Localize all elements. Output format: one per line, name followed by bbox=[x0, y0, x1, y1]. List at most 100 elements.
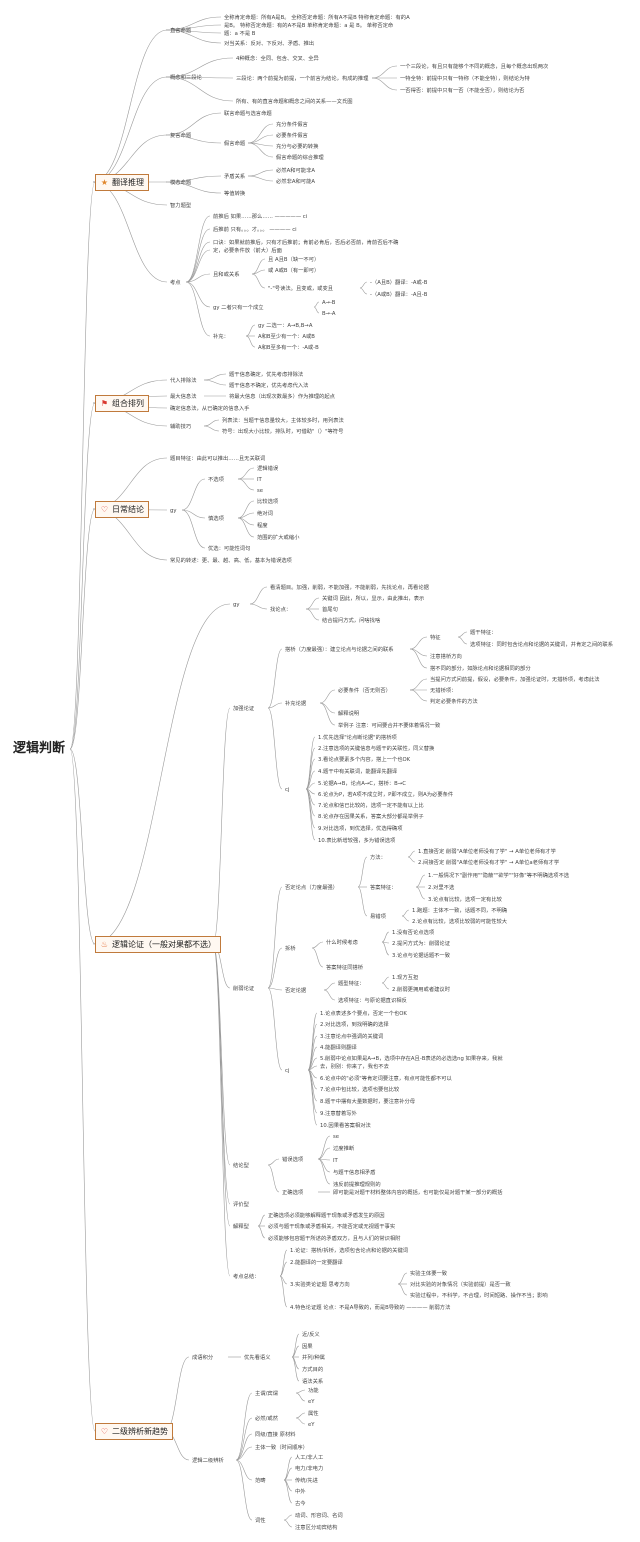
mind-map-node[interactable]: 8.论点存在因果关系，答案大部分都是举例子 bbox=[318, 812, 424, 820]
mind-map-node[interactable]: 8.题干中摆有大量数据时，要注意补分母 bbox=[320, 1097, 415, 1105]
mind-map-node[interactable]: 智力题型 bbox=[170, 201, 192, 209]
mind-map-node[interactable]: 否定论据 bbox=[285, 986, 307, 994]
mind-map-node[interactable]: 题干特征： bbox=[470, 628, 497, 636]
mind-map-node[interactable]: 是B。 特称否定命题：有的A不是B 单称肯定命题：a 是 B。 单称否定命 bbox=[224, 21, 394, 29]
mind-map-node[interactable]: 什么时候考虑 bbox=[326, 938, 358, 946]
mind-map-node[interactable]: 补充： bbox=[213, 332, 229, 340]
mind-map-node[interactable]: 10.表比新增较强，多为错误选项 bbox=[318, 836, 396, 844]
mind-map-node[interactable]: 1.现方互担 bbox=[392, 973, 419, 981]
mind-map-node[interactable]: 必要条件假言 bbox=[276, 131, 308, 139]
mind-map-node[interactable]: 题干信息不确定，优先考虑代入法 bbox=[229, 381, 308, 389]
mind-map-node[interactable]: 3.实验类论证题 思考方向 bbox=[290, 1280, 350, 1288]
mind-map-node[interactable]: 3.论点有比较，选项一定有比较 bbox=[428, 895, 503, 903]
mind-map-node[interactable]: IT bbox=[333, 1158, 339, 1164]
mind-map-node[interactable]: 9.注意替着写外 bbox=[320, 1109, 358, 1117]
mind-map-node[interactable]: 必须能够包容题干所述的矛盾双方，且与人们的常识相附 bbox=[268, 1234, 401, 1242]
mind-map-node[interactable]: 辅助技巧 bbox=[170, 422, 192, 430]
mind-map-node[interactable]: 首尾句 bbox=[322, 605, 338, 613]
mind-map-node[interactable]: 4.能翻译则翻译 bbox=[320, 1043, 358, 1051]
mind-map-node[interactable]: 范围的扩大或缩小 bbox=[257, 533, 300, 541]
mind-map-node[interactable]: 2.注意选项的关键信息与题干的关联性，同义替换 bbox=[318, 744, 435, 752]
mind-map-node[interactable]: 题目特征：由此可以推出……且无关联词 bbox=[170, 454, 265, 462]
mind-map-node[interactable]: 解释型 bbox=[233, 1222, 250, 1230]
mind-map-node[interactable]: 看清题目。加强，削弱，不能加强，不能削弱，先找论点，再看论据 bbox=[270, 583, 430, 591]
mind-map-node[interactable]: 确定信息法，从已确定的信息入手 bbox=[170, 404, 250, 412]
mind-map-node[interactable]: 拆桥 bbox=[285, 944, 296, 952]
mind-map-node[interactable]: 即可能是对题干材料整体内容的概括，也可能仅是对题干某一部分的概括 bbox=[333, 1188, 503, 1196]
mind-map-node[interactable]: 并列/种属 bbox=[302, 1353, 325, 1361]
mind-map-node[interactable]: 1.没有否论点选项 bbox=[392, 928, 435, 936]
mind-map-node[interactable]: 否定论点（力度最强） bbox=[285, 883, 338, 891]
mind-map-node[interactable]: 主谓/宾谓 bbox=[255, 1389, 278, 1397]
mind-map-node[interactable]: 一否得否：前提中只有一否（不能全否），则结论为否 bbox=[400, 86, 525, 94]
mind-map-node[interactable]: 3.看论点要素多个内容，搭上一个也OK bbox=[318, 755, 411, 763]
mind-map-node[interactable]: 三段论：两个前提为前提，一个前言为结论，构成的推理 bbox=[236, 74, 369, 82]
mind-map-node[interactable]: 动词、形容词、名词 bbox=[295, 1511, 343, 1519]
mind-map-node[interactable]: 选项特征：与原论据直识相反 bbox=[338, 996, 407, 1004]
root-node[interactable]: 逻辑判断 bbox=[12, 741, 65, 756]
mind-map-node[interactable]: 联言命题与选言命题 bbox=[224, 109, 272, 117]
mind-map-node[interactable]: 功能 bbox=[308, 1386, 319, 1394]
mind-map-node[interactable]: 对当关系：反对、下反对、矛盾、推出 bbox=[224, 39, 314, 47]
mind-map-node[interactable]: 传统/先进 bbox=[295, 1476, 319, 1484]
mind-map-node[interactable]: A和B至多有一个：-A或-B bbox=[258, 343, 319, 351]
mind-map-node[interactable]: 一特全特：前提中只有一特称（不能全特），则结论为特 bbox=[400, 74, 530, 82]
mind-map-node[interactable]: IT bbox=[257, 477, 263, 483]
category-node[interactable]: ♡二级辨析新趋势 bbox=[95, 1423, 173, 1440]
mind-map-node[interactable]: 方法： bbox=[370, 853, 386, 861]
mind-map-node[interactable]: 2.间接否定 削弱"A单位老师没有才学" → A单位a老师有才学 bbox=[418, 858, 559, 866]
mind-map-node[interactable]: 4种概念：全同、包含、交叉、全异 bbox=[236, 54, 320, 62]
mind-map-node[interactable]: gy bbox=[233, 602, 240, 608]
mind-map-node[interactable]: 注意区分动宾结构 bbox=[295, 1523, 337, 1531]
mind-map-node[interactable]: 补充论据 bbox=[285, 699, 307, 707]
mind-map-node[interactable]: 列表法：当题干信息量较大，主体较多时，用列表法 bbox=[222, 416, 344, 424]
mind-map-node[interactable]: 1.直接否定 削弱"A单位老师没有了学" → A单位老师有才学 bbox=[418, 847, 556, 855]
mind-map-node[interactable]: 主体一致（时间顺序） bbox=[255, 1443, 308, 1451]
mind-map-node[interactable]: 必然A和可能非A bbox=[276, 166, 315, 174]
mind-map-node[interactable]: 等值转换 bbox=[224, 189, 246, 197]
category-node[interactable]: ⚑组合排列 bbox=[95, 395, 149, 412]
mind-map-node[interactable]: 实验过程中，不科学，不合理，时间短路、操作不当；影响 bbox=[410, 1291, 548, 1299]
mind-map-node[interactable]: eY bbox=[308, 1399, 315, 1405]
mind-map-node[interactable]: 必须与题干现象或矛盾相关，不能否定或无视题干事实 bbox=[268, 1222, 395, 1230]
mind-map-node[interactable]: 6.论点中的"必须"等肯定词要注意，有点可能性都不可以 bbox=[320, 1074, 452, 1082]
mind-map-node[interactable]: 近/反义 bbox=[302, 1330, 320, 1338]
mind-map-node[interactable]: 7.论点和信已比较的，选项一定不能有以上比 bbox=[318, 801, 424, 809]
mind-map-node[interactable]: 慎选项 bbox=[208, 514, 225, 522]
mind-map-node[interactable]: 成语积分 bbox=[192, 1353, 214, 1361]
mind-map-node[interactable]: 且 A且B（缺一不可） bbox=[268, 255, 319, 263]
mind-map-node[interactable]: 1.跑题：主体不一致，话题不同，不明确 bbox=[412, 906, 507, 914]
mind-map-node[interactable]: gy 二选一：A→B,B→A bbox=[258, 321, 313, 329]
mind-map-node[interactable]: se bbox=[257, 488, 263, 494]
mind-map-node[interactable]: 解释说明 bbox=[338, 709, 359, 717]
mind-map-node[interactable]: 定，必要条件放（前大）后面 bbox=[213, 246, 282, 254]
mind-map-node[interactable]: 削弱论证 bbox=[233, 984, 255, 992]
mind-map-node[interactable]: 口诀：如果就前推后，只有才后推前；肯前必肯后，否后必否前，肯前否后不确 bbox=[213, 238, 398, 246]
mind-map-node[interactable]: 注意搭桥方向 bbox=[430, 652, 462, 660]
mind-map-node[interactable]: 1.论证：搭桥/拆桥，选项包含论点和论据的关键词 bbox=[290, 1246, 408, 1254]
mind-map-node[interactable]: 全称肯定命题：所有A是B。 全称否定命题：所有A不是B 特称肯定命题：有的A bbox=[224, 13, 410, 21]
mind-map-node[interactable]: 结合提问方式，问啥找啥 bbox=[322, 616, 381, 624]
mind-map-node[interactable]: 概念和三段论 bbox=[170, 73, 202, 81]
mind-map-node[interactable]: 语法关系 bbox=[302, 1377, 323, 1385]
mind-map-node[interactable]: 去，别别：你来了，我也不去 bbox=[320, 1062, 390, 1070]
mind-map-node[interactable]: 1.一般情况下"副作用""隐蔽""欲学""好像"等不明确选项不选 bbox=[428, 871, 570, 879]
mind-map-node[interactable]: 比较选项 bbox=[257, 497, 279, 505]
mind-map-node[interactable]: 考点总结： bbox=[233, 1272, 260, 1280]
mind-map-node[interactable]: 逻辑二级辨析 bbox=[192, 1456, 224, 1464]
mind-map-node[interactable]: 古今 bbox=[295, 1499, 306, 1507]
mind-map-node[interactable]: 中外 bbox=[295, 1487, 306, 1495]
mind-map-node[interactable]: 常见的转述：更、最、越、高、低，基本为错误选项 bbox=[170, 556, 293, 564]
mind-map-node[interactable]: 正确选项必须能够解释题干现象或矛盾发生的原因 bbox=[268, 1211, 385, 1219]
mind-map-node[interactable]: 过度推断 bbox=[333, 1144, 355, 1152]
mind-map-node[interactable]: 人工/非人工 bbox=[295, 1453, 324, 1461]
mind-map-node[interactable]: 1.论点表述多个要点，否定一个也OK bbox=[320, 1009, 407, 1017]
mind-map-node[interactable]: 判定必要条件的方法 bbox=[430, 697, 478, 705]
mind-map-node[interactable]: cj bbox=[285, 1068, 289, 1074]
mind-map-node[interactable]: 答案特征： bbox=[370, 883, 397, 891]
mind-map-node[interactable]: 选项特征：同时包含论点和论据的关键词，并肯定之间的联系 bbox=[470, 640, 613, 648]
mind-map-node[interactable]: 词性 bbox=[255, 1516, 266, 1524]
mind-map-node[interactable]: 同级/直接 原材料 bbox=[255, 1430, 296, 1438]
category-node[interactable]: ★翻译推理 bbox=[95, 174, 149, 191]
mind-map-node[interactable]: 充分条件假言 bbox=[276, 120, 308, 128]
